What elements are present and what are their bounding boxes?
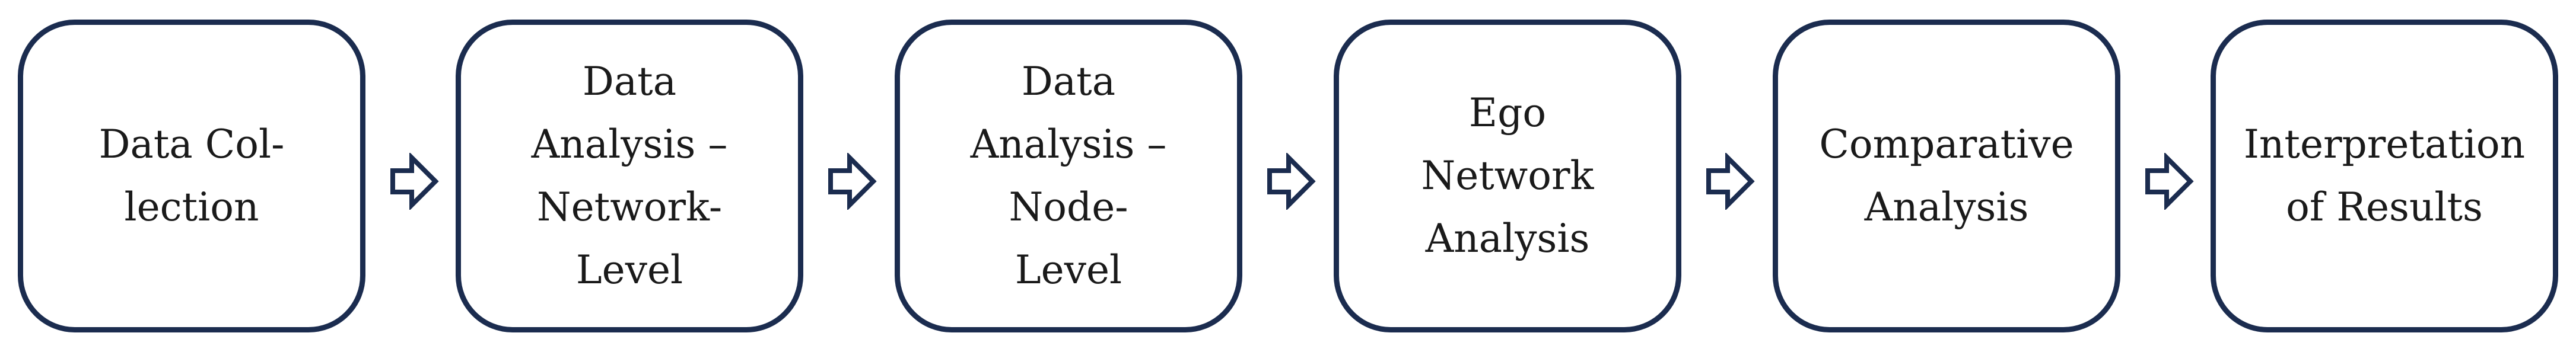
step-label: Comparative Analysis xyxy=(1819,121,2074,230)
right-arrow-icon xyxy=(2145,153,2194,210)
step-data-analysis-network-level: Data Analysis – Network- Level xyxy=(456,20,803,332)
step-label: Interpretation of Results xyxy=(2243,121,2526,230)
step-data-analysis-node-level: Data Analysis – Node- Level xyxy=(895,20,1242,332)
right-arrow-icon xyxy=(828,153,877,210)
right-arrow-icon xyxy=(1267,153,1316,210)
step-data-collection: Data Col- lection xyxy=(18,20,365,332)
right-arrow-icon xyxy=(1706,153,1755,210)
step-label: Data Col- lection xyxy=(98,121,285,230)
step-comparative-analysis: Comparative Analysis xyxy=(1773,20,2120,332)
step-interpretation-of-results: Interpretation of Results xyxy=(2211,20,2558,332)
right-arrow-icon xyxy=(390,153,439,210)
step-ego-network-analysis: Ego Network Analysis xyxy=(1334,20,1681,332)
step-label: Data Analysis – Network- Level xyxy=(531,59,728,293)
step-label: Data Analysis – Node- Level xyxy=(970,59,1167,293)
step-label: Ego Network Analysis xyxy=(1421,90,1594,261)
